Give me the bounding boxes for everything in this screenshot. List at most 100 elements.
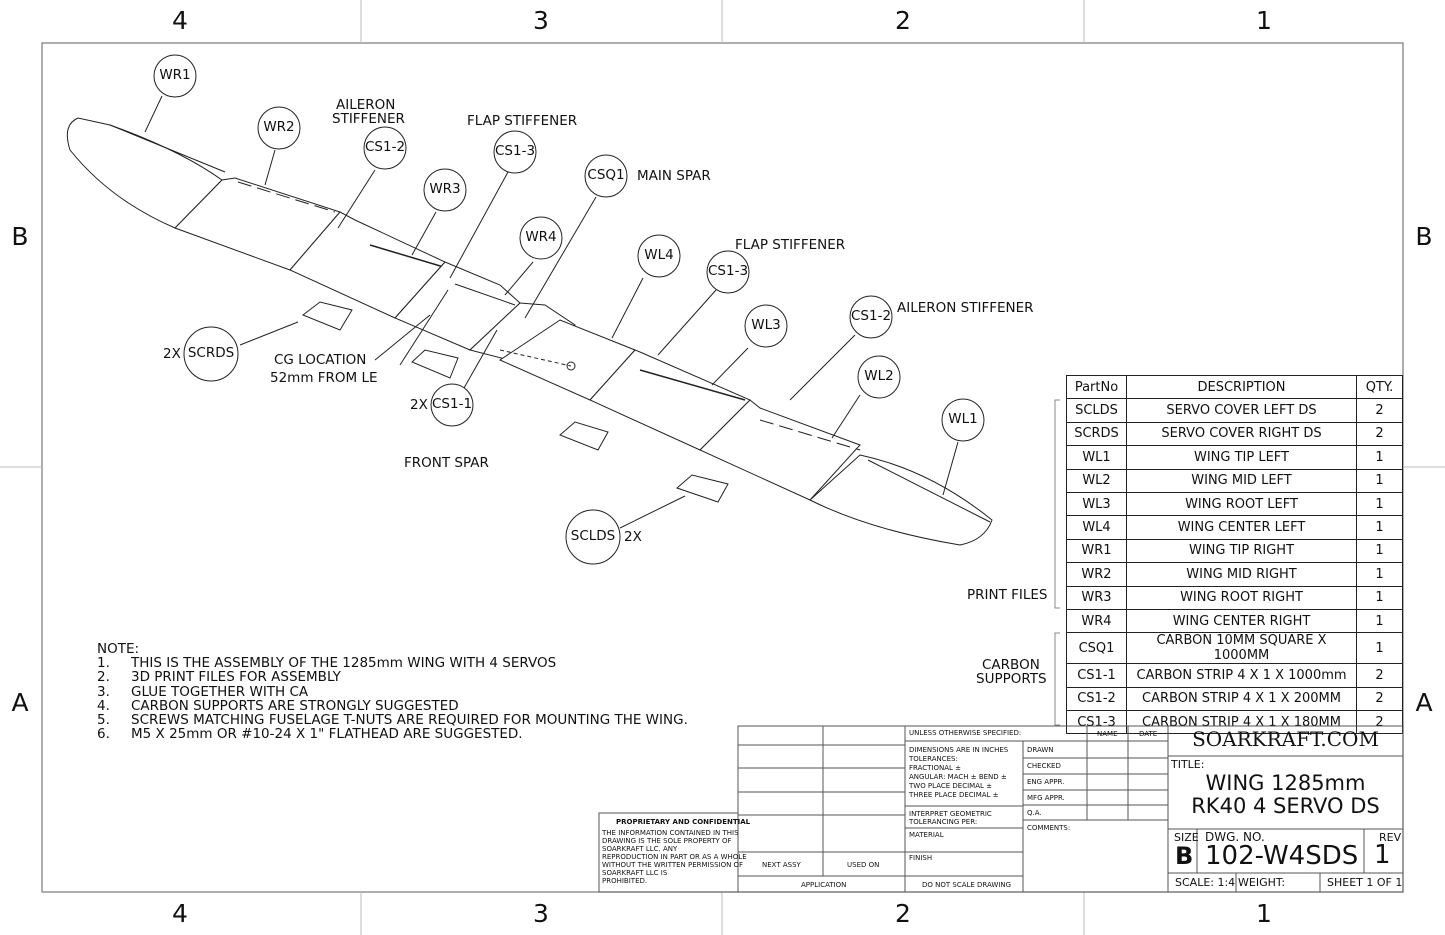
proprietary-line: SOARKRAFT LLC IS xyxy=(602,869,668,877)
dims-4: ANGULAR: MACH ± BEND ± xyxy=(909,773,1007,781)
label-aileron-stiffener-right-1: AILERON xyxy=(336,97,396,113)
zone-top-1: 1 xyxy=(1256,6,1272,35)
notes: NOTE: 1.THIS IS THE ASSEMBLY OF THE 1285… xyxy=(97,641,688,743)
sheet-label: SHEET 1 OF 1 xyxy=(1327,876,1403,889)
mfg-appr-label: MFG APPR. xyxy=(1027,794,1065,802)
balloon-wl1: WL1 xyxy=(948,411,978,427)
label-cg-location-2: 52mm FROM LE xyxy=(270,370,378,386)
label-qty-cs11: 2X xyxy=(410,397,428,413)
drawn-label: DRAWN xyxy=(1027,746,1054,754)
dims-1: DIMENSIONS ARE IN INCHES xyxy=(909,746,1009,754)
balloon-wr2: WR2 xyxy=(263,119,295,135)
balloon-wr4: WR4 xyxy=(525,229,557,245)
balloon-scrds: SCRDS xyxy=(187,345,235,361)
interp-1: INTERPRET GEOMETRIC xyxy=(909,810,992,818)
unless-specified: UNLESS OTHERWISE SPECIFIED: xyxy=(909,729,1022,737)
zone-top-2: 2 xyxy=(895,6,911,35)
do-not-scale-label: DO NOT SCALE DRAWING xyxy=(922,881,1012,889)
size-value: B xyxy=(1175,842,1194,870)
proprietary-line: PROHIBITED. xyxy=(602,877,648,885)
balloon-cs13-left: CS1-3 xyxy=(708,263,749,279)
proprietary-line: REPRODUCTION IN PART OR AS A WHOLE xyxy=(602,853,747,861)
balloon-wl3: WL3 xyxy=(751,317,781,333)
zone-top-4: 4 xyxy=(172,6,188,35)
dims-6: THREE PLACE DECIMAL ± xyxy=(909,791,999,799)
zone-top-3: 3 xyxy=(533,6,549,35)
dwg-no-value: 102-W4SDS xyxy=(1205,841,1359,871)
comments-label: COMMENTS: xyxy=(1027,824,1071,832)
drawing-title-2: RK40 4 SERVO DS xyxy=(1191,794,1380,818)
checked-label: CHECKED xyxy=(1027,762,1061,770)
zone-bottom-4: 4 xyxy=(172,899,188,928)
zone-right-b: B xyxy=(1415,222,1433,251)
date-header: DATE xyxy=(1139,730,1158,738)
dims-5: TWO PLACE DECIMAL ± xyxy=(909,782,992,790)
application-label: APPLICATION xyxy=(801,881,847,889)
next-assy-label: NEXT ASSY xyxy=(762,861,801,869)
balloon-csq1: CSQ1 xyxy=(587,167,625,183)
title-label: TITLE: xyxy=(1171,758,1205,771)
qa-label: Q.A. xyxy=(1027,809,1042,817)
label-aileron-stiffener-right-2: STIFFENER xyxy=(332,111,405,127)
used-on-label: USED ON xyxy=(847,861,880,869)
eng-appr-label: ENG APPR. xyxy=(1027,778,1065,786)
zone-bottom-3: 3 xyxy=(533,899,549,928)
proprietary-title: PROPRIETARY AND CONFIDENTIAL xyxy=(616,818,751,826)
note-item: 2.3D PRINT FILES FOR ASSEMBLY xyxy=(97,669,341,686)
zone-bottom-2: 2 xyxy=(895,899,911,928)
notes-heading: NOTE: xyxy=(97,641,140,657)
balloon-wl4: WL4 xyxy=(644,247,674,263)
note-item: 1.THIS IS THE ASSEMBLY OF THE 1285mm WIN… xyxy=(97,655,557,672)
label-print-files: PRINT FILES xyxy=(967,587,1048,603)
interp-2: TOLERANCING PER: xyxy=(909,818,978,826)
weight-label: WEIGHT: xyxy=(1238,876,1286,889)
proprietary-line: SOARKRAFT LLC. ANY xyxy=(602,845,678,853)
balloon-cs11: CS1-1 xyxy=(432,396,473,412)
balloon-cs13-right: CS1-3 xyxy=(495,143,536,159)
zone-left-a: A xyxy=(11,688,29,717)
note-item: 4.CARBON SUPPORTS ARE STRONGLY SUGGESTED xyxy=(97,697,459,714)
zone-right-a: A xyxy=(1415,688,1433,717)
rev-label: REV xyxy=(1379,831,1402,844)
balloon-wr3: WR3 xyxy=(429,181,461,197)
label-flap-stiffener-left: FLAP STIFFENER xyxy=(735,237,846,253)
size-label: SIZE xyxy=(1174,831,1199,844)
balloon-wl2: WL2 xyxy=(864,368,894,384)
zone-bottom-1: 1 xyxy=(1256,899,1272,928)
proprietary-line: THE INFORMATION CONTAINED IN THIS xyxy=(602,829,739,837)
note-item: 3.GLUE TOGETHER WITH CA xyxy=(97,683,309,700)
balloon-sclds: SCLDS xyxy=(570,528,616,544)
label-front-spar: FRONT SPAR xyxy=(404,455,489,471)
label-carbon-supports-1: CARBON xyxy=(982,657,1040,673)
dims-2: TOLERANCES: xyxy=(909,755,958,763)
wing-assembly xyxy=(66,117,993,546)
rev-value: 1 xyxy=(1374,840,1391,870)
balloon-wr1: WR1 xyxy=(159,67,191,83)
drawing-title-1: WING 1285mm xyxy=(1205,771,1366,795)
note-item: 6.M5 X 25mm OR #10-24 X 1" FLATHEAD ARE … xyxy=(97,726,523,743)
balloon-cs12-right: CS1-2 xyxy=(365,139,406,155)
proprietary-line: DRAWING IS THE SOLE PROPERTY OF xyxy=(602,837,732,845)
dims-3: FRACTIONAL ± xyxy=(909,764,962,772)
proprietary-line: WITHOUT THE WRITTEN PERMISSION OF xyxy=(602,861,744,869)
finish-label: FINISH xyxy=(909,854,933,862)
label-qty-scrds: 2X xyxy=(163,346,181,362)
label-carbon-supports-2: SUPPORTS xyxy=(976,671,1047,687)
label-cg-location-1: CG LOCATION xyxy=(274,352,367,368)
dwg-no-label: DWG. NO. xyxy=(1205,830,1265,844)
material-label: MATERIAL xyxy=(909,831,944,839)
